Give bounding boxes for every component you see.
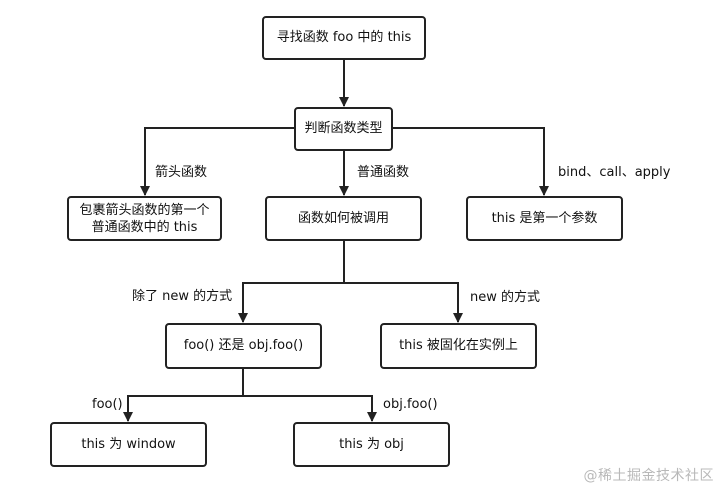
edge-called-to-foo <box>238 282 344 323</box>
node-foo-or-objfoo-text: foo() 还是 obj.foo() <box>183 338 304 353</box>
node-arrow-result: 包裹箭头函数的第一个 普通函数中的 this <box>67 196 222 241</box>
node-judge-type-text: 判断函数类型 <box>304 121 383 136</box>
edge-foo-to-obj <box>243 395 377 422</box>
node-find-this: 寻找函数 foo 中的 this <box>262 16 426 60</box>
node-new-result: this 被固化在实例上 <box>380 323 537 369</box>
node-new-result-text: this 被固化在实例上 <box>399 338 518 353</box>
node-judge-type: 判断函数类型 <box>294 107 393 151</box>
node-how-called: 函数如何被调用 <box>265 196 422 241</box>
node-find-this-text: 寻找函数 foo 中的 this <box>276 30 412 45</box>
node-obj-result: this 为 obj <box>293 422 450 467</box>
node-obj-result-text: this 为 obj <box>339 436 404 452</box>
node-bind-result-text: this 是第一个参数 <box>491 210 598 226</box>
edge-foo-to-window <box>123 395 243 422</box>
edge-called-to-new <box>344 282 463 323</box>
node-arrow-result-line2: 普通函数中的 this <box>91 219 198 235</box>
label-bind-call-apply: bind、call、apply <box>558 165 671 180</box>
node-bind-result: this 是第一个参数 <box>466 196 623 241</box>
label-normal-function: 普通函数 <box>357 165 410 180</box>
node-arrow-result-line1: 包裹箭头函数的第一个 <box>79 202 210 218</box>
node-window-result: this 为 window <box>50 422 207 467</box>
label-obj-foo-call: obj.foo() <box>383 397 438 412</box>
label-except-new: 除了 new 的方式 <box>132 289 233 304</box>
label-foo-call: foo() <box>92 397 123 412</box>
node-foo-or-objfoo: foo() 还是 obj.foo() <box>165 323 322 369</box>
node-window-result-text: this 为 window <box>81 436 176 452</box>
edge-judge-to-arrow <box>140 127 294 196</box>
edge-judge-to-bind <box>393 127 549 196</box>
node-how-called-text: 函数如何被调用 <box>297 210 389 226</box>
watermark-text: @稀土掘金技术社区 <box>583 468 714 484</box>
label-new-way: new 的方式 <box>470 290 541 305</box>
label-arrow-function: 箭头函数 <box>155 165 208 180</box>
